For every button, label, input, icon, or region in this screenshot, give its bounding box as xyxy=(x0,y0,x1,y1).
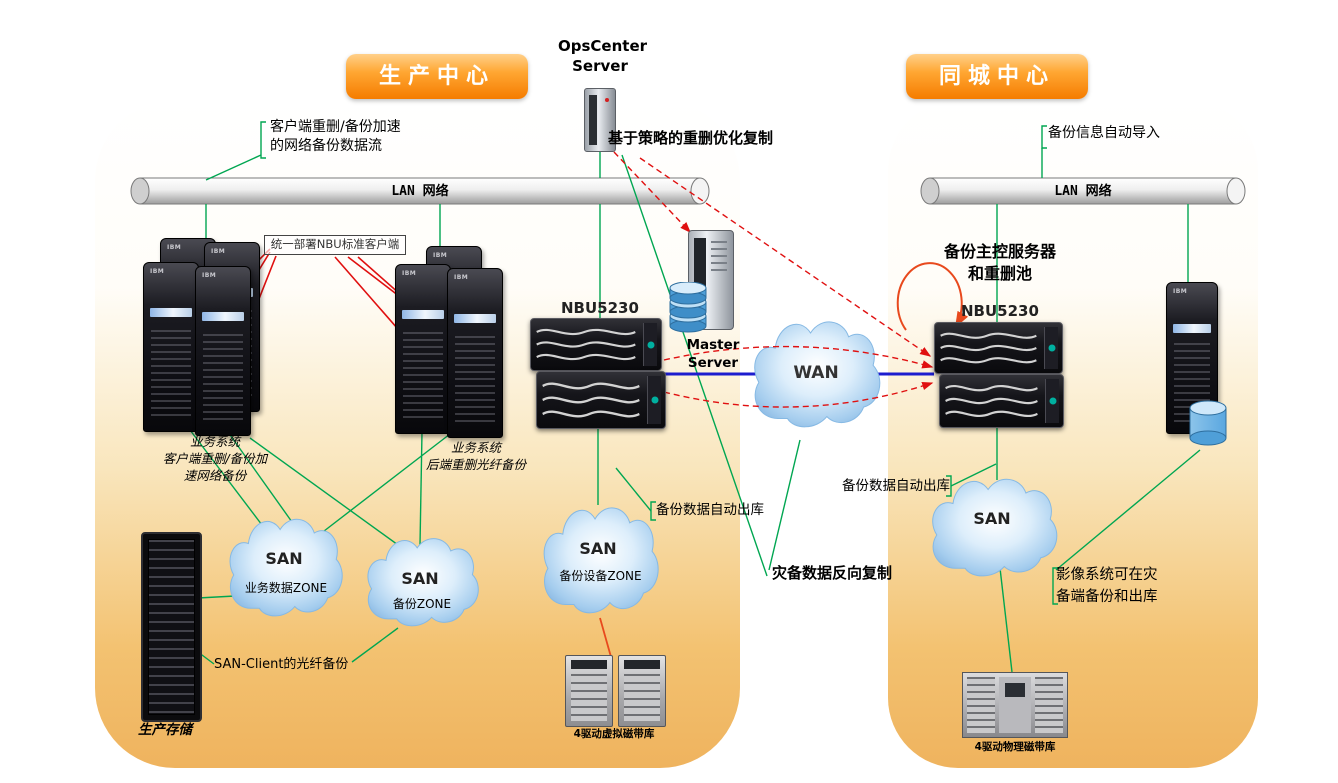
nbu5230-appliance-icon xyxy=(939,374,1064,428)
cluster1-caption: 业务系统 客户端重删/备份加 速网络备份 xyxy=(162,434,268,483)
appliance-logo-dot xyxy=(1048,344,1055,352)
tape-left-caption: 4驱动虚拟磁带库 xyxy=(573,728,655,740)
image-system-label: 影像系统可在灾 备端备份和出库 xyxy=(1056,567,1158,605)
master-slots xyxy=(711,241,727,271)
san1-label: SAN xyxy=(265,549,303,568)
opscenter-led xyxy=(605,98,609,102)
tower-stripe xyxy=(1173,323,1211,333)
appliance-side-panel xyxy=(1044,327,1058,369)
appliance-logo-dot xyxy=(647,341,654,348)
san1-zone-label: 业务数据ZONE xyxy=(244,581,328,595)
database-disk-stack-icon xyxy=(669,282,707,333)
tower-stripe xyxy=(202,312,244,322)
wan-label: WAN xyxy=(793,363,839,383)
production-center-banner: 生产中心 xyxy=(346,54,528,99)
tower-vent xyxy=(151,330,191,421)
nbu5230-appliance-icon xyxy=(536,371,666,429)
lan-pipe-right xyxy=(920,177,1246,205)
san3-zone-label: 备份设备ZONE xyxy=(559,569,642,583)
san2-label: SAN xyxy=(401,569,439,588)
tower-stripe xyxy=(402,310,444,320)
server-brand: IBM xyxy=(433,252,448,259)
tower-stripe xyxy=(454,314,496,324)
lan-pipe-left xyxy=(130,177,710,205)
city-center-banner: 同城中心 xyxy=(906,54,1088,99)
nbu5230-appliance-icon xyxy=(934,322,1063,374)
tower-vent xyxy=(455,336,495,427)
backup-info-import-label: 备份信息自动导入 xyxy=(1048,125,1160,141)
physical-tape-library-icon xyxy=(962,672,1068,738)
green-connectors xyxy=(189,121,1201,673)
master-server-label: Master Server xyxy=(686,337,740,372)
tape-slots xyxy=(1035,677,1063,733)
san3-label: SAN xyxy=(579,539,617,558)
client-dedup-flow-label: 客户端重删/备份加速 的网络备份数据流 xyxy=(270,119,401,154)
appliance-waves xyxy=(542,382,640,418)
virtual-tape-library-icon xyxy=(565,655,666,727)
dedup-pool-loop-arrow xyxy=(896,262,969,331)
server-brand: IBM xyxy=(150,268,165,275)
appliance-side-panel xyxy=(1045,379,1059,423)
opscenter-server-label: OpsCenter Server xyxy=(558,37,648,76)
tape-slots xyxy=(967,677,995,733)
dr-reverse-replication-label: 灾备数据反向复制 xyxy=(772,564,893,582)
appliance-waves xyxy=(536,328,636,361)
san-client-fiber-label: SAN-Client的光纤备份 xyxy=(214,657,349,672)
server-tower-icon: IBM xyxy=(195,266,251,436)
tape-control-panel xyxy=(998,677,1032,733)
tape-screen xyxy=(571,660,607,669)
san-to-tape-line xyxy=(599,617,612,658)
tape-slots xyxy=(624,674,660,721)
server-brand: IBM xyxy=(202,272,217,279)
appliance-side-panel xyxy=(643,323,657,366)
lan-left-label: LAN 网络 xyxy=(391,184,449,199)
dedup-replication-dashed xyxy=(613,151,934,408)
nbu5230-left-label: NBU5230 xyxy=(561,299,639,317)
tower-vent xyxy=(403,332,443,423)
server-brand: IBM xyxy=(1173,288,1188,295)
server-tower-icon: IBM xyxy=(447,268,503,438)
appliance-logo-dot xyxy=(1049,397,1056,405)
server-brand: IBM xyxy=(402,270,417,277)
cluster2-caption: 业务系统 后端重删光纤备份 xyxy=(425,440,526,472)
production-storage-label: 生产存储 xyxy=(138,722,192,738)
backup-data-out-left-label: 备份数据自动出库 xyxy=(656,502,764,518)
appliance-side-panel xyxy=(647,376,661,424)
server-brand: IBM xyxy=(454,274,469,281)
tape-unit xyxy=(618,655,666,727)
production-storage-rack-icon xyxy=(141,532,202,722)
server-tower-icon: IBM xyxy=(395,264,451,434)
tower-stripe xyxy=(150,308,192,318)
tape-screen xyxy=(624,660,660,669)
opscenter-panel xyxy=(589,95,597,145)
appliance-logo-dot xyxy=(651,396,658,404)
server-brand: IBM xyxy=(211,248,226,255)
backup-data-out-right-label: 备份数据自动出库 xyxy=(842,478,950,494)
rack-trays xyxy=(148,539,195,715)
san2-zone-label: 备份ZONE xyxy=(392,597,452,611)
opscenter-server-icon xyxy=(584,88,616,152)
san-right-label: SAN xyxy=(973,509,1011,528)
nbu5230-right-label: NBU5230 xyxy=(961,302,1039,320)
tape-screen xyxy=(1004,683,1026,697)
appliance-waves xyxy=(945,385,1038,417)
nbu5230-appliance-icon xyxy=(530,318,662,371)
tape-right-caption: 4驱动物理磁带库 xyxy=(974,741,1056,753)
server-tower-icon: IBM xyxy=(143,262,199,432)
tape-unit xyxy=(565,655,613,727)
server-brand: IBM xyxy=(167,244,182,251)
storage-cylinder-icon xyxy=(1189,400,1227,446)
policy-replication-label: 基于策略的重删优化复制 xyxy=(608,129,774,147)
tape-slots xyxy=(571,674,607,721)
lan-right-label: LAN 网络 xyxy=(1054,184,1112,199)
tower-vent xyxy=(203,334,243,425)
san-cloud-device xyxy=(543,506,660,614)
nbu-client-deploy-box: 统一部署NBU标准客户端 xyxy=(264,235,406,255)
backup-master-title: 备份主控服务器 和重删池 xyxy=(943,242,1056,283)
appliance-waves xyxy=(940,332,1037,364)
